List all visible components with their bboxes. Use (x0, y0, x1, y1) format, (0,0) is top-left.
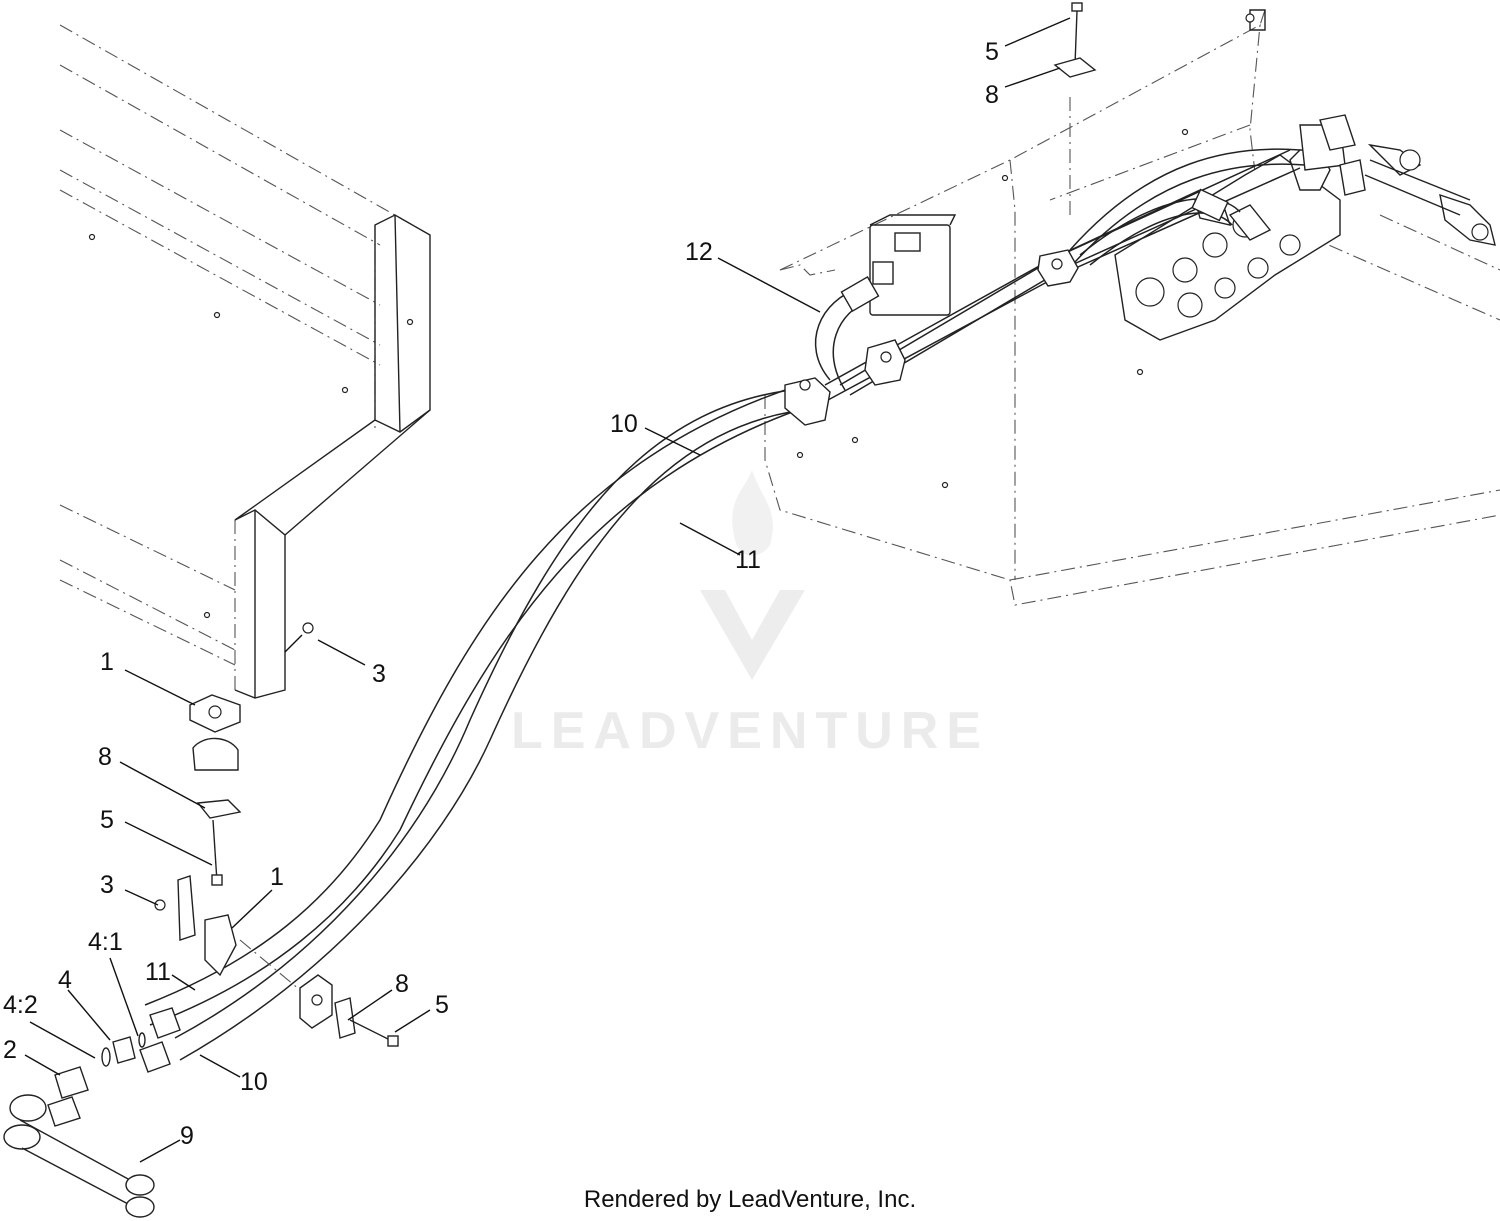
callout-12: 12 (685, 238, 713, 266)
callout-2: 2 (3, 1036, 17, 1064)
leader-lines (24, 17, 1071, 1163)
control-valve-assembly (869, 114, 1496, 341)
callout-1-lower: 1 (270, 863, 284, 891)
callout-10-lower: 10 (240, 1068, 268, 1096)
watermark-flame-mark (732, 470, 773, 556)
callout-11-lower: 11 (145, 958, 171, 986)
callout-8-top: 8 (985, 81, 999, 109)
watermark-logo-mark (700, 590, 805, 680)
callout-11-upper: 11 (735, 546, 761, 574)
callout-5-lower: 5 (435, 991, 449, 1019)
callout-4-2: 4:2 (3, 991, 38, 1019)
couplers-and-caps (3, 1007, 181, 1218)
callout-3-lower: 3 (100, 871, 114, 899)
callout-5-left: 5 (100, 806, 114, 834)
right-valve-mount-plate (764, 9, 1500, 606)
callouts: 5 8 12 10 11 3 1 8 5 3 1 4:1 11 4 4:2 8 … (3, 38, 999, 1150)
left-bed-frame (59, 24, 431, 699)
lower-clamp-hardware (154, 694, 399, 1047)
footer-credit: Rendered by LeadVenture, Inc. (584, 1186, 916, 1213)
callout-10-upper: 10 (610, 410, 638, 438)
watermark-text: LEADVENTURE (511, 702, 989, 760)
callout-4-1: 4:1 (88, 928, 123, 956)
callout-5-top: 5 (985, 38, 999, 66)
callout-4: 4 (58, 966, 72, 994)
hose-clamps-upper (784, 249, 1079, 426)
callout-3-upper: 3 (372, 660, 386, 688)
top-bolt-hardware (1053, 2, 1097, 78)
callout-9: 9 (180, 1122, 194, 1150)
callout-1-upper: 1 (100, 648, 114, 676)
callout-8-lower: 8 (395, 970, 409, 998)
callout-8-left: 8 (98, 743, 112, 771)
watermark: LEADVENTURE (511, 470, 989, 760)
